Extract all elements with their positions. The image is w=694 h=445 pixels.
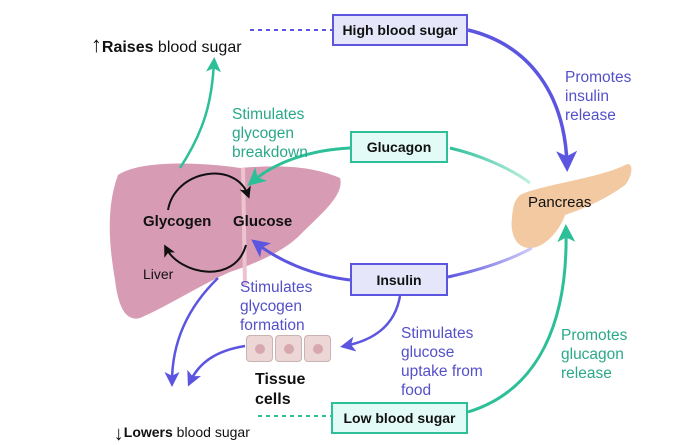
liver-label: Liver [143, 266, 174, 282]
pancreas-label: Pancreas [528, 194, 592, 211]
raises-bold: Raises [101, 39, 154, 56]
lowers-bold: Lowers [123, 424, 173, 440]
cycle-arrow-to-glycogen [164, 244, 247, 273]
down-arrow-icon: ↓ [113, 423, 124, 445]
arrow-insulin-to-tissue [340, 295, 402, 352]
up-arrow-icon: ↑ [90, 32, 102, 57]
glycogen-label: Glycogen [143, 213, 212, 230]
line-pancreas-to-insulin [447, 246, 533, 279]
arrow-liver-to-raises [178, 57, 221, 169]
promotes-insulin-label: Promotes insulin release [565, 69, 632, 124]
promotes-glucagon-label: Promotes glucagon release [561, 327, 628, 382]
pancreas-shape [511, 164, 632, 248]
cycle-arrow-to-glucose [167, 172, 251, 211]
arrow-tissue-to-lowers [187, 344, 246, 387]
tissue-cell [246, 335, 273, 362]
lowers-blood-sugar: ↓Lowers blood sugar [106, 403, 250, 445]
insulin-box: Insulin [350, 263, 448, 296]
arrow-glucagon-to-liver [247, 146, 351, 186]
glucagon-box: Glucagon [350, 131, 448, 163]
arrow-liver-to-lowers [164, 277, 219, 387]
glucose-label: Glucose [233, 213, 293, 230]
raises-rest: blood sugar [153, 39, 242, 56]
stimulates-uptake-label: Stimulates glucose uptake from food [401, 325, 483, 399]
arrow-low-to-pancreas [467, 224, 576, 414]
stimulates-breakdown-label: Stimulates glycogen breakdown [232, 106, 308, 161]
raises-blood-sugar: ↑Raises blood sugar [82, 16, 242, 57]
arrow-insulin-to-liver [251, 239, 351, 282]
stimulates-formation-label: Stimulates glycogen formation [240, 279, 313, 334]
high-blood-sugar-box: High blood sugar [332, 14, 468, 46]
low-blood-sugar-box: Low blood sugar [331, 402, 468, 434]
arrow-high-to-pancreas [467, 28, 578, 172]
liver-shape [109, 163, 341, 319]
tissue-cells-label: Tissue cells [255, 371, 306, 408]
tissue-cell [304, 335, 331, 362]
tissue-cell [275, 335, 302, 362]
lowers-rest: blood sugar [172, 424, 250, 440]
line-pancreas-to-glucagon [449, 146, 531, 185]
